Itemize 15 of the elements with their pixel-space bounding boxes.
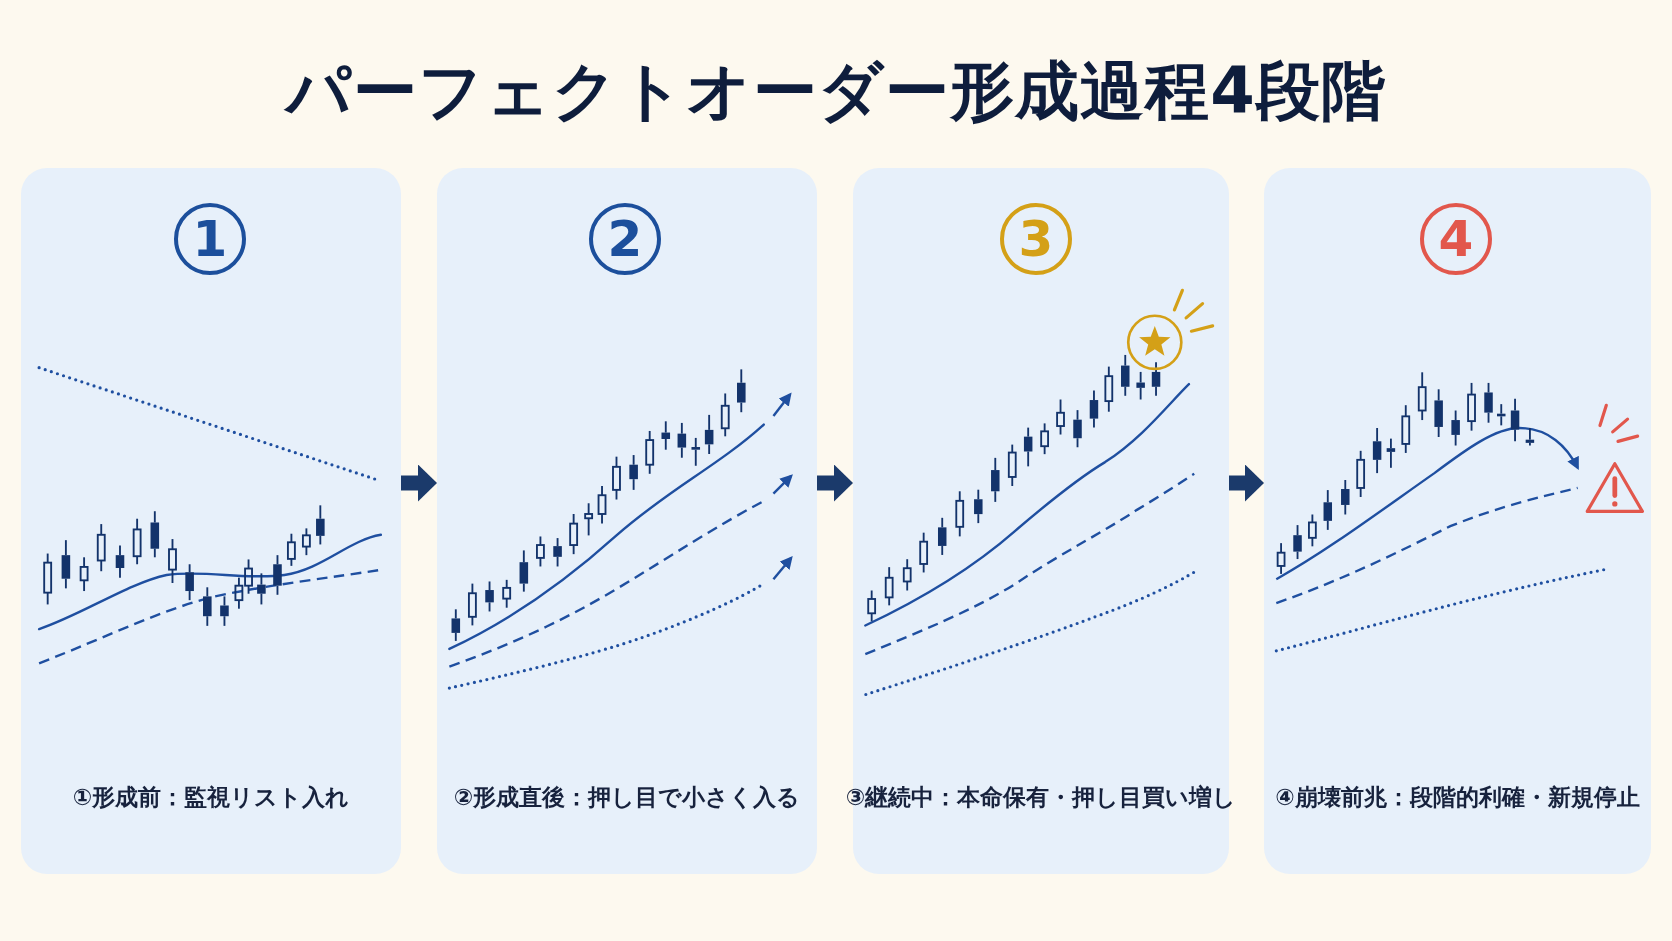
step-caption: ④崩壊前兆：段階的利確・新規停止 <box>1275 784 1640 812</box>
step-number-circle: 4 <box>1420 203 1492 275</box>
arrow <box>401 464 437 502</box>
step-number-circle: 3 <box>1000 203 1072 275</box>
step-panel <box>21 168 401 874</box>
step-caption: ③継続中：本命保有・押し目買い増し <box>845 784 1237 812</box>
step-caption: ②形成直後：押し目で小さく入る <box>453 784 801 812</box>
title: パーフェクトオーダー形成過程4段階 <box>286 58 1386 126</box>
arrow <box>1229 464 1264 502</box>
step-number-circle: 1 <box>174 203 246 275</box>
step-panel <box>1264 168 1651 874</box>
arrow <box>817 464 853 502</box>
step-number-circle: 2 <box>589 203 661 275</box>
step-panel <box>437 168 817 874</box>
step-caption: ①形成前：監視リスト入れ <box>72 784 350 812</box>
